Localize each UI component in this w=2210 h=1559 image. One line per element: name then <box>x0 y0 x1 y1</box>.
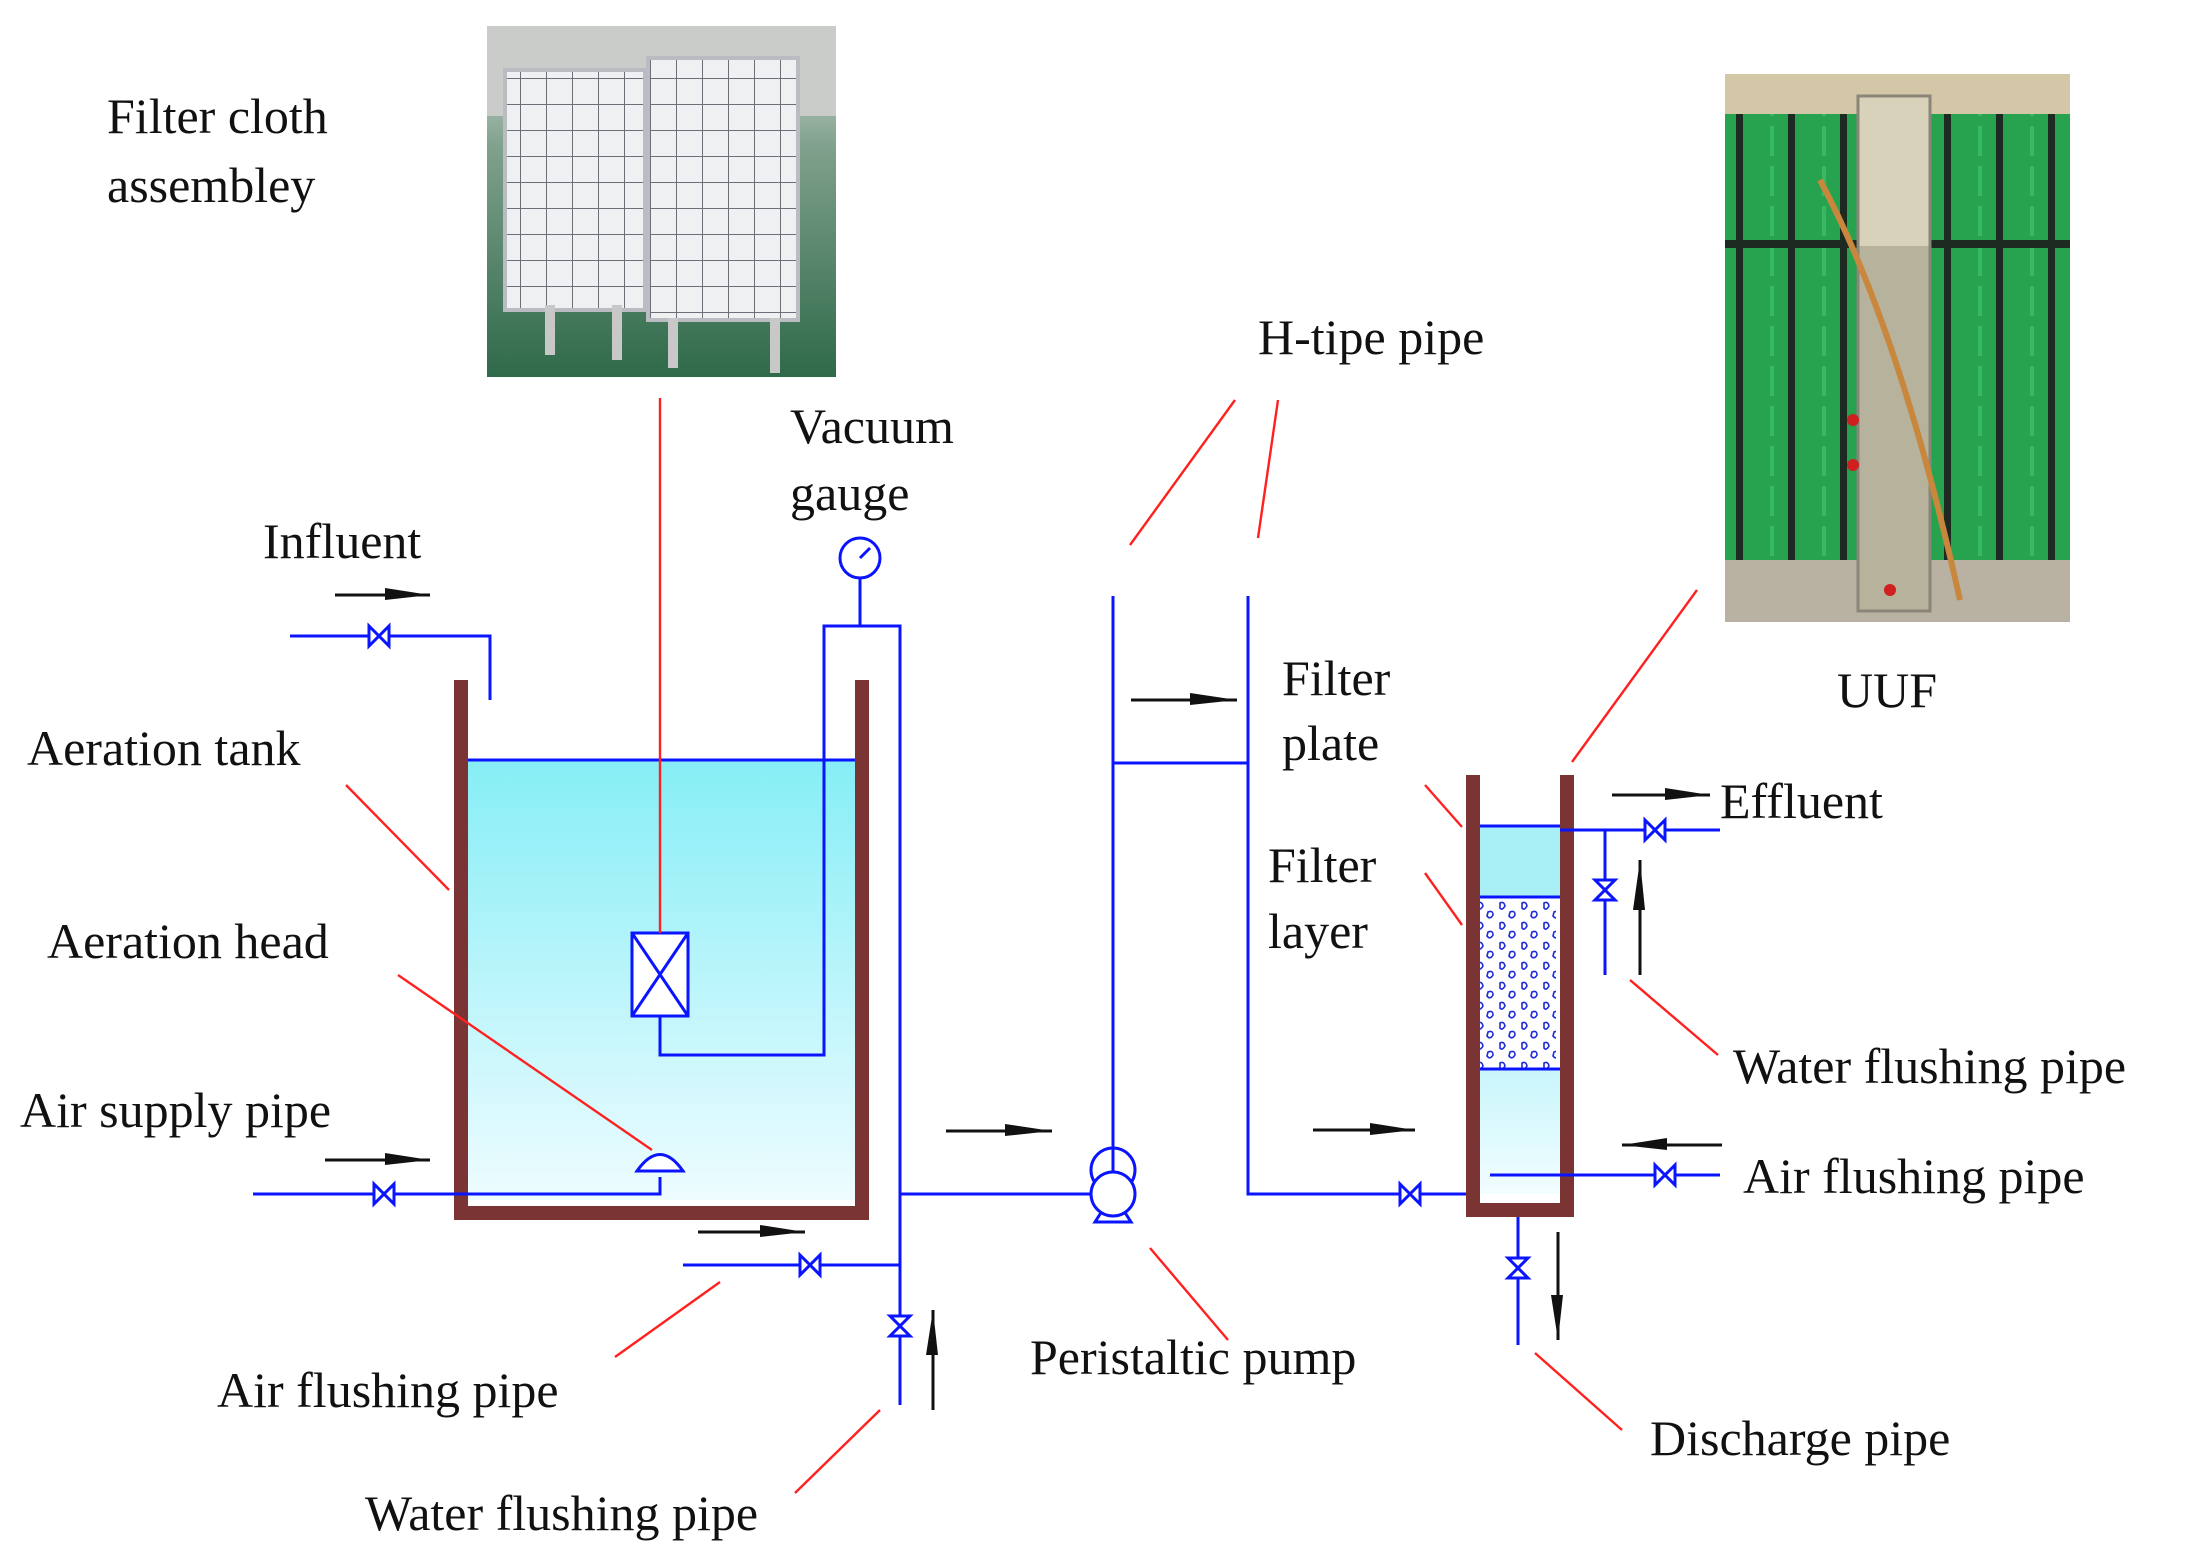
label-discharge-pipe: Discharge pipe <box>1650 1410 1950 1466</box>
label-filter-layer-line2: layer <box>1268 903 1368 959</box>
label-filter-cloth-line1: Filter cloth <box>107 88 328 144</box>
label-air-flushing-pipe-right: Air flushing pipe <box>1743 1148 2085 1204</box>
aeration-head-icon <box>634 1153 686 1173</box>
label-air-supply-pipe: Air supply pipe <box>20 1082 331 1138</box>
label-influent: Influent <box>263 513 421 569</box>
valve-icon <box>1653 1161 1677 1189</box>
label-filter-plate-line1: Filter <box>1282 650 1391 706</box>
filter-layer-media <box>1477 897 1556 1069</box>
label-peristaltic-pump: Peristaltic pump <box>1030 1329 1356 1385</box>
uuf-column <box>1466 775 1574 1217</box>
label-aeration-tank: Aeration tank <box>27 720 301 776</box>
label-uuf: UUF <box>1837 662 1937 718</box>
valve-icon <box>1398 1180 1422 1208</box>
valve-icon <box>1643 816 1667 844</box>
label-water-flushing-pipe-left: Water flushing pipe <box>365 1485 758 1541</box>
flow-arrows <box>325 588 1722 1410</box>
leader-lines <box>345 398 1719 1494</box>
vacuum-gauge-icon <box>838 536 882 598</box>
label-effluent: Effluent <box>1720 773 1883 829</box>
valve-icon <box>798 1251 822 1279</box>
uuf-photo <box>1725 74 2070 622</box>
label-vacuum-gauge-line2: gauge <box>790 465 909 521</box>
filter-cloth-photo <box>487 26 836 377</box>
label-aeration-head: Aeration head <box>47 913 329 969</box>
valve-icon <box>1504 1256 1532 1280</box>
peristaltic-pump-icon <box>1089 1146 1137 1224</box>
label-h-tipe-pipe: H-tipe pipe <box>1258 309 1484 365</box>
labels: Filter cloth assembley Vacuum gauge H-ti… <box>20 88 2126 1541</box>
valve-icon <box>886 1314 914 1338</box>
label-vacuum-gauge-line1: Vacuum <box>790 398 954 454</box>
label-air-flushing-pipe-left: Air flushing pipe <box>217 1362 559 1418</box>
label-filter-cloth-line2: assembley <box>107 157 315 213</box>
label-filter-layer-line1: Filter <box>1268 837 1377 893</box>
valve-icon <box>367 622 391 650</box>
filter-cloth-module-icon <box>630 931 690 1018</box>
label-water-flushing-pipe-right: Water flushing pipe <box>1733 1038 2126 1094</box>
valve-icon <box>1591 878 1619 902</box>
label-filter-plate-line2: plate <box>1282 715 1379 771</box>
valve-icon <box>372 1180 396 1208</box>
